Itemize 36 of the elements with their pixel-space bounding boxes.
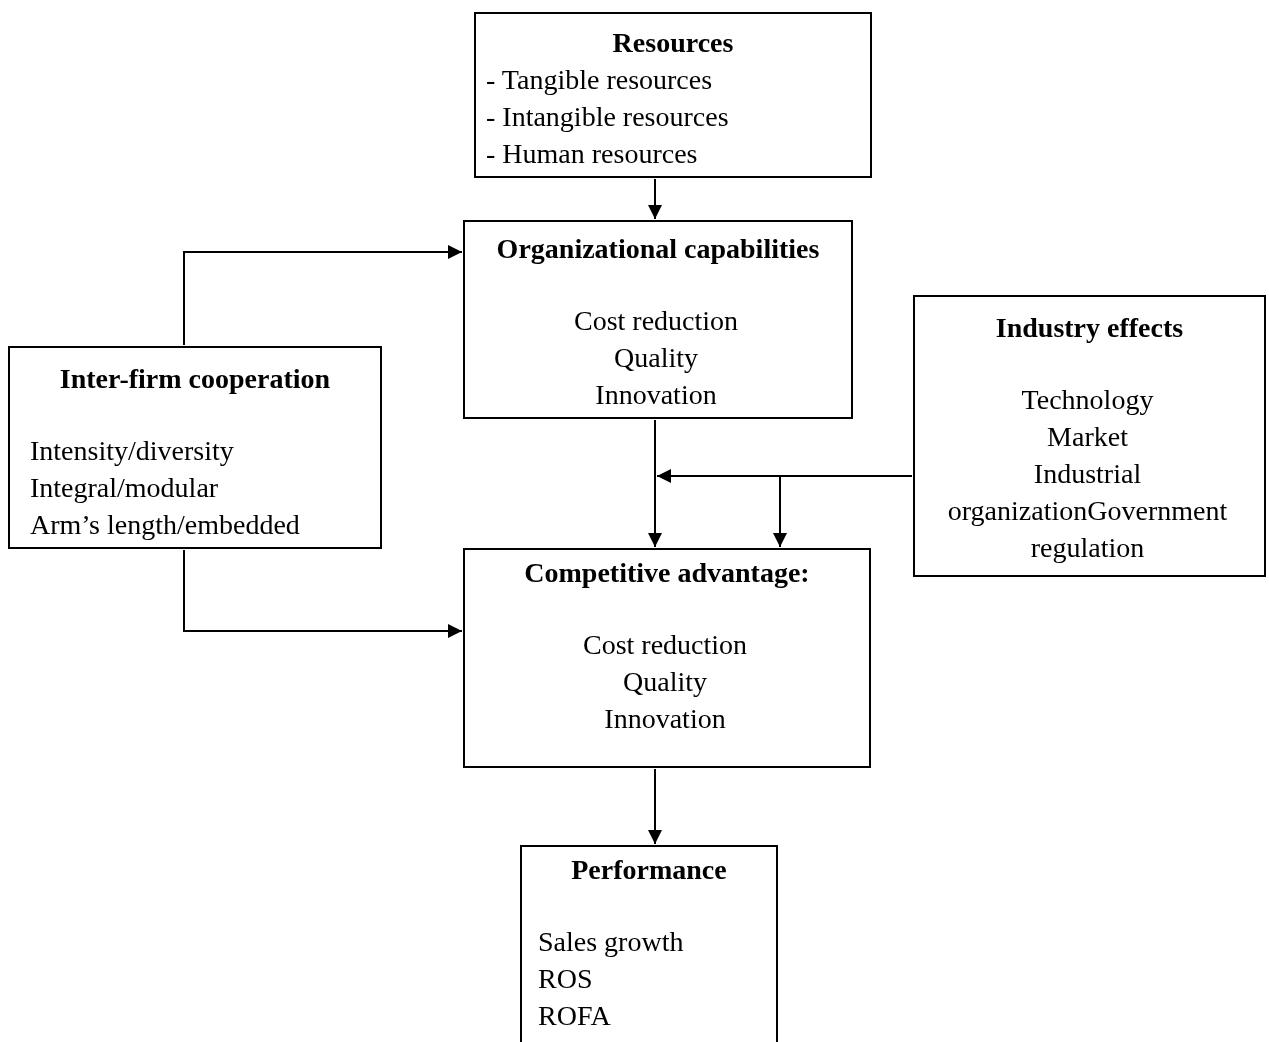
- box-text: Innovation: [594, 378, 718, 412]
- box-text: Arm’s length/embedded: [29, 508, 301, 542]
- box-text: Innovation: [603, 702, 727, 736]
- arrow: [773, 475, 913, 548]
- box-text: ROFA: [537, 999, 612, 1033]
- arrow: [648, 178, 662, 220]
- box-text: Cost reduction: [581, 628, 749, 662]
- box-heading: Inter-firm cooperation: [58, 362, 332, 396]
- box-text: Quality: [613, 341, 699, 375]
- box-heading: Industry effects: [994, 311, 1185, 345]
- process-box: [8, 346, 382, 549]
- process-box: [463, 548, 871, 768]
- box-text: Quality: [622, 665, 708, 699]
- process-box: [913, 295, 1266, 577]
- arrow: [648, 419, 662, 548]
- box-heading: Competitive advantage:: [523, 556, 811, 590]
- box-text: ROS: [537, 962, 594, 996]
- arrow: [183, 245, 463, 346]
- process-box: [474, 12, 872, 178]
- arrow: [648, 768, 662, 845]
- box-text: - Human resources: [485, 137, 699, 171]
- box-text: Sales growth: [537, 925, 685, 959]
- box-heading: Resources: [611, 26, 735, 60]
- box-text: Integral/modular: [29, 471, 220, 505]
- box-text: Cost reduction: [572, 304, 740, 338]
- arrow: [183, 549, 463, 638]
- box-text: Intensity/diversity: [29, 434, 235, 468]
- box-text: Industrial organizationGovernment regulation: [946, 457, 1229, 565]
- box-heading: Organizational capabilities: [495, 232, 821, 266]
- box-text: - Intangible resources: [485, 100, 730, 134]
- box-text: Technology: [1020, 383, 1155, 417]
- box-text: Market: [1046, 420, 1129, 454]
- process-box: [520, 845, 778, 1042]
- box-text: - Tangible resources: [485, 63, 714, 97]
- process-box: [463, 220, 853, 419]
- box-heading: Performance: [570, 853, 728, 887]
